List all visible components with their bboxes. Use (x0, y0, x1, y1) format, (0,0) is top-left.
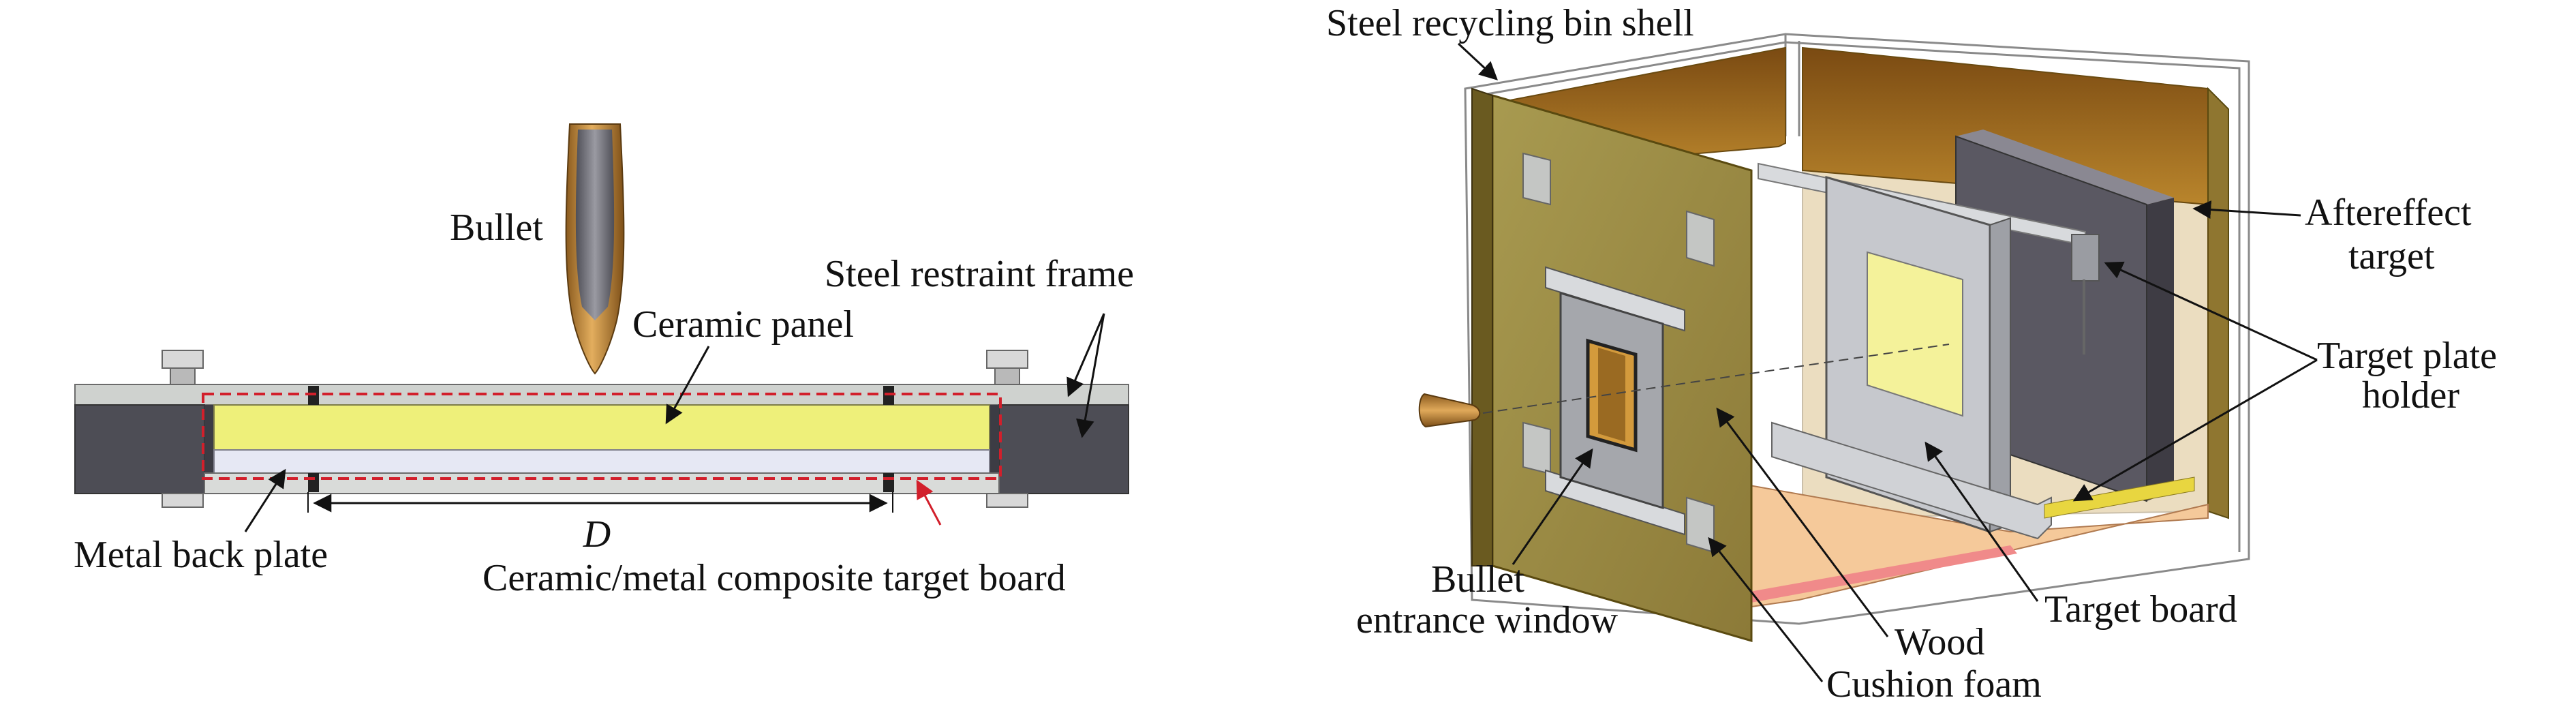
label-cushion-foam: Cushion foam (1826, 663, 2042, 706)
ceramic-panel (213, 404, 990, 451)
label-bullet: Bullet (450, 207, 543, 249)
label-steel-shell: Steel recycling bin shell (1326, 2, 1694, 44)
steel-frame-left-block (74, 404, 205, 494)
bolt-right-icon (986, 350, 1028, 508)
frame-inner-left (204, 405, 214, 494)
dimension-label: D (583, 513, 611, 556)
wood-wall-right (2207, 87, 2229, 519)
label-holder-2: holder (2362, 374, 2459, 417)
label-metal-back-plate: Metal back plate (74, 534, 328, 576)
foam-pads (1522, 152, 1715, 554)
label-composite-target-board: Ceramic/metal composite target board (482, 557, 1066, 599)
yellow-strip (2044, 476, 2195, 519)
label-ceramic-panel: Ceramic panel (632, 303, 854, 346)
metal-back-plate (213, 449, 990, 474)
trajectory-line (1482, 344, 1950, 414)
frame-inner-right (990, 405, 999, 494)
steel-frame-right-block (998, 404, 1129, 494)
label-holder-1: Target plate (2317, 335, 2497, 377)
label-entrance-2: entrance window (1356, 599, 1619, 641)
label-steel-restraint-frame: Steel restraint frame (825, 253, 1134, 295)
bolt-left-icon (162, 350, 204, 508)
bullet-icon (565, 123, 625, 375)
clamp-br (883, 473, 894, 492)
label-target-board: Target board (2044, 588, 2237, 631)
target-base-rail (1771, 421, 2052, 540)
clamp-bl (308, 473, 319, 492)
label-entrance-1: Bullet (1431, 558, 1524, 601)
entrance-window (1545, 266, 1685, 536)
incoming-bullet-icon (1418, 393, 1481, 428)
holder-clamp-block (2071, 234, 2100, 282)
label-wood: Wood (1895, 621, 1984, 663)
label-aftereffect-1: Aftereffect (2305, 192, 2472, 234)
composite-board-highlight (202, 393, 1002, 480)
label-aftereffect-2: target (2348, 235, 2435, 277)
right-diagram: Steel recycling bin shell Aftereffect ta… (1326, 2, 2497, 706)
left-diagram: D Bullet Steel restraint frame Ceramic p… (74, 123, 1134, 599)
target-board (1825, 176, 2011, 534)
frame-bottom-strip (204, 472, 1000, 494)
foam-edge (1704, 545, 2017, 610)
